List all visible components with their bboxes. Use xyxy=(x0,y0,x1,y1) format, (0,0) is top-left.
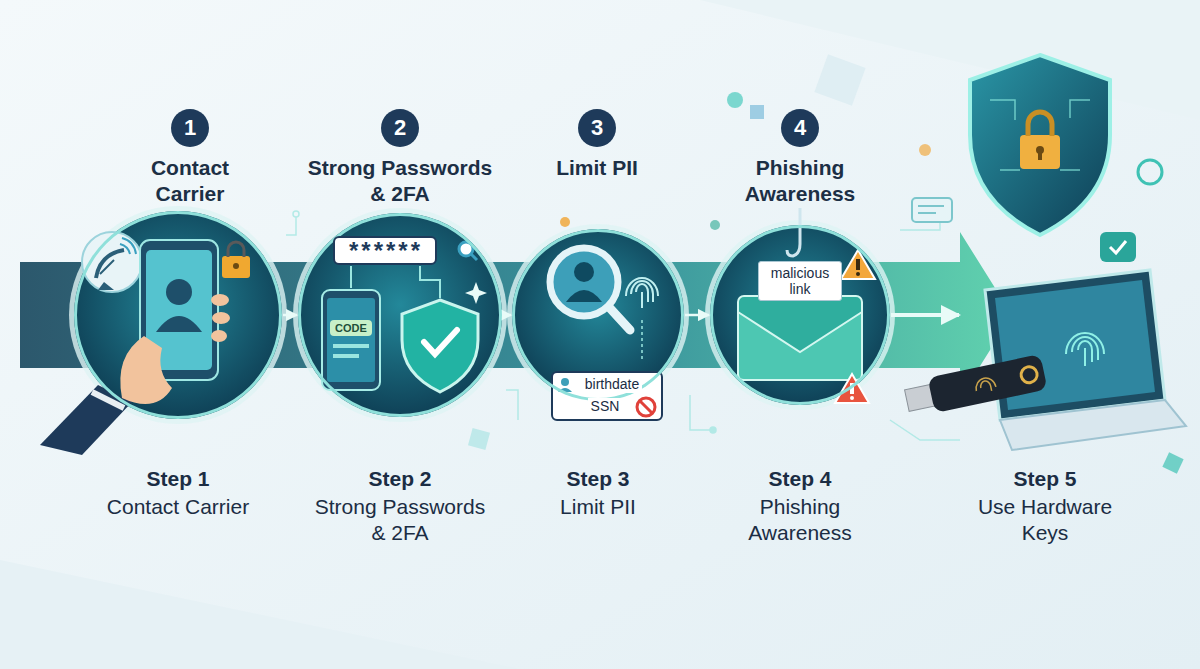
pii-icon xyxy=(550,248,662,420)
step-illustration: ******CODEStep 2Strong Passwords & 2FA xyxy=(298,213,502,417)
step-caption: Strong Passwords & 2FA xyxy=(305,494,495,546)
badge-number: 3 xyxy=(578,109,616,147)
step-illustration: birthdateSSNStep 3Limit PII xyxy=(512,229,684,401)
badge-number: 2 xyxy=(381,109,419,147)
flow-arrow xyxy=(503,314,511,317)
badge-number: 4 xyxy=(781,109,819,147)
step-illustration: Step 1Contact Carrier xyxy=(74,211,282,419)
carrier-icon xyxy=(40,232,250,455)
email-link: malicious link xyxy=(758,261,842,301)
code-bubble: CODE xyxy=(330,320,372,336)
step-circle-fill xyxy=(69,206,895,424)
id-field: birthdate xyxy=(582,376,642,393)
password-field: ****** xyxy=(333,236,437,265)
flow-arrow xyxy=(891,313,959,317)
step-heading: Phishing Awareness xyxy=(715,155,885,207)
hardware-key-icon xyxy=(903,55,1186,450)
step-badge: 3Limit PII xyxy=(578,109,616,147)
badge-number: 1 xyxy=(171,109,209,147)
id-field: SSN xyxy=(588,398,623,415)
step-heading: Strong Passwords & 2FA xyxy=(300,155,500,207)
phishing-icon xyxy=(738,208,875,403)
step-number: Step 3 xyxy=(518,466,678,492)
step-number: Step 5 xyxy=(960,466,1130,492)
step-number: Step 2 xyxy=(305,466,495,492)
step-panel: Step 5Use Hardware Keys xyxy=(960,80,1170,460)
flow-arrow xyxy=(283,314,297,317)
step-badge: 4Phishing Awareness xyxy=(781,109,819,147)
step-caption: Limit PII xyxy=(518,494,678,520)
flow-arrow xyxy=(685,314,709,317)
step-illustration: malicious linkStep 4Phishing Awareness xyxy=(710,225,890,405)
step-number: Step 1 xyxy=(78,466,278,492)
step-number: Step 4 xyxy=(725,466,875,492)
step-caption: Use Hardware Keys xyxy=(960,494,1130,546)
step-heading: Limit PII xyxy=(517,155,677,181)
step-badge: 2Strong Passwords & 2FA xyxy=(381,109,419,147)
step-heading: Contact Carrier xyxy=(120,155,260,207)
step-caption: Phishing Awareness xyxy=(725,494,875,546)
step-caption: Contact Carrier xyxy=(78,494,278,520)
step-badge: 1Contact Carrier xyxy=(171,109,209,147)
